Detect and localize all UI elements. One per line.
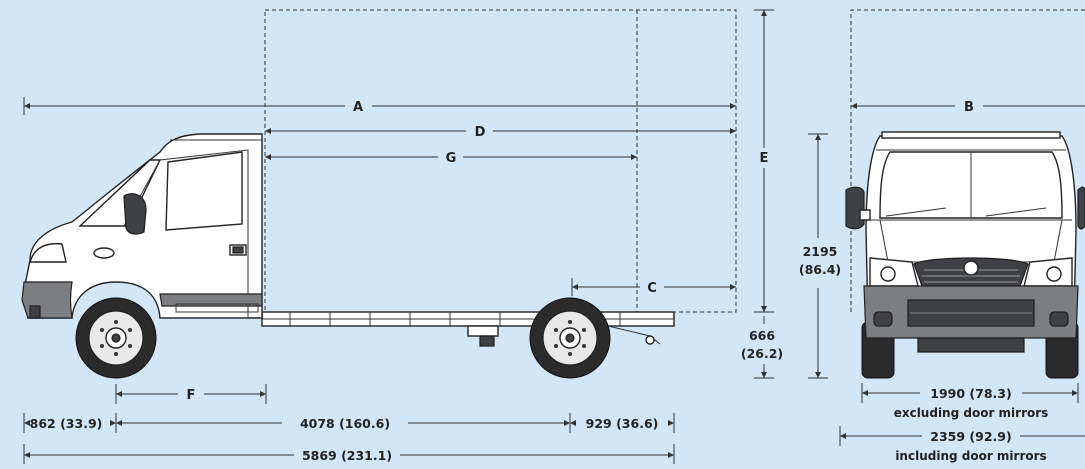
wheelbase-row: 862 (33.9) 4078 (160.6) 929 (36.6) — [23, 413, 675, 433]
dimension-b: B — [851, 100, 1085, 115]
width-incl-value: 2359 (92.9) — [930, 429, 1011, 444]
width-excl-caption: excluding door mirrors — [894, 406, 1049, 420]
dimension-b-label: B — [964, 100, 974, 115]
dimension-g: G — [265, 151, 637, 166]
dimension-c-label: C — [647, 281, 657, 296]
dimension-e-label: E — [760, 151, 769, 166]
chassis-height-value: 666 — [749, 328, 775, 343]
dimension-c: C — [571, 278, 736, 296]
overall-length: 5869 (231.1) — [302, 448, 392, 463]
rear-wheel — [529, 297, 611, 379]
width-excluding-mirrors: 1990 (78.3) excluding door mirrors — [861, 383, 1079, 420]
width-excl-value: 1990 (78.3) — [930, 386, 1011, 401]
rear-overhang: 929 (36.6) — [586, 416, 659, 431]
side-view-truck — [21, 133, 675, 379]
front-overhang: 862 (33.9) — [30, 416, 103, 431]
width-including-mirrors: 2359 (92.9) including door mirrors — [839, 426, 1085, 463]
front-wheel — [75, 297, 157, 379]
chassis-height-dimension: 666 (26.2) — [741, 316, 783, 379]
width-incl-caption: including door mirrors — [895, 449, 1046, 463]
front-view-truck — [845, 131, 1085, 379]
dimension-f-label: F — [187, 388, 196, 403]
wheelbase: 4078 (160.6) — [300, 416, 390, 431]
dimension-d: D — [265, 125, 736, 140]
overall-height-value: 2195 — [803, 244, 838, 259]
load-space-outline — [264, 9, 737, 313]
dimension-e: E — [754, 9, 774, 313]
dimension-a-label: A — [353, 100, 363, 115]
overall-height-dimension: 2195 (86.4) — [799, 133, 841, 379]
dimension-d-label: D — [475, 125, 486, 140]
chassis-height-inches: (26.2) — [741, 346, 783, 361]
overall-height-inches: (86.4) — [799, 262, 841, 277]
overall-length-row: 5869 (231.1) — [23, 444, 675, 464]
dimension-a: A — [23, 97, 736, 115]
dimension-f: F — [115, 384, 267, 404]
dimension-g-label: G — [446, 151, 457, 166]
